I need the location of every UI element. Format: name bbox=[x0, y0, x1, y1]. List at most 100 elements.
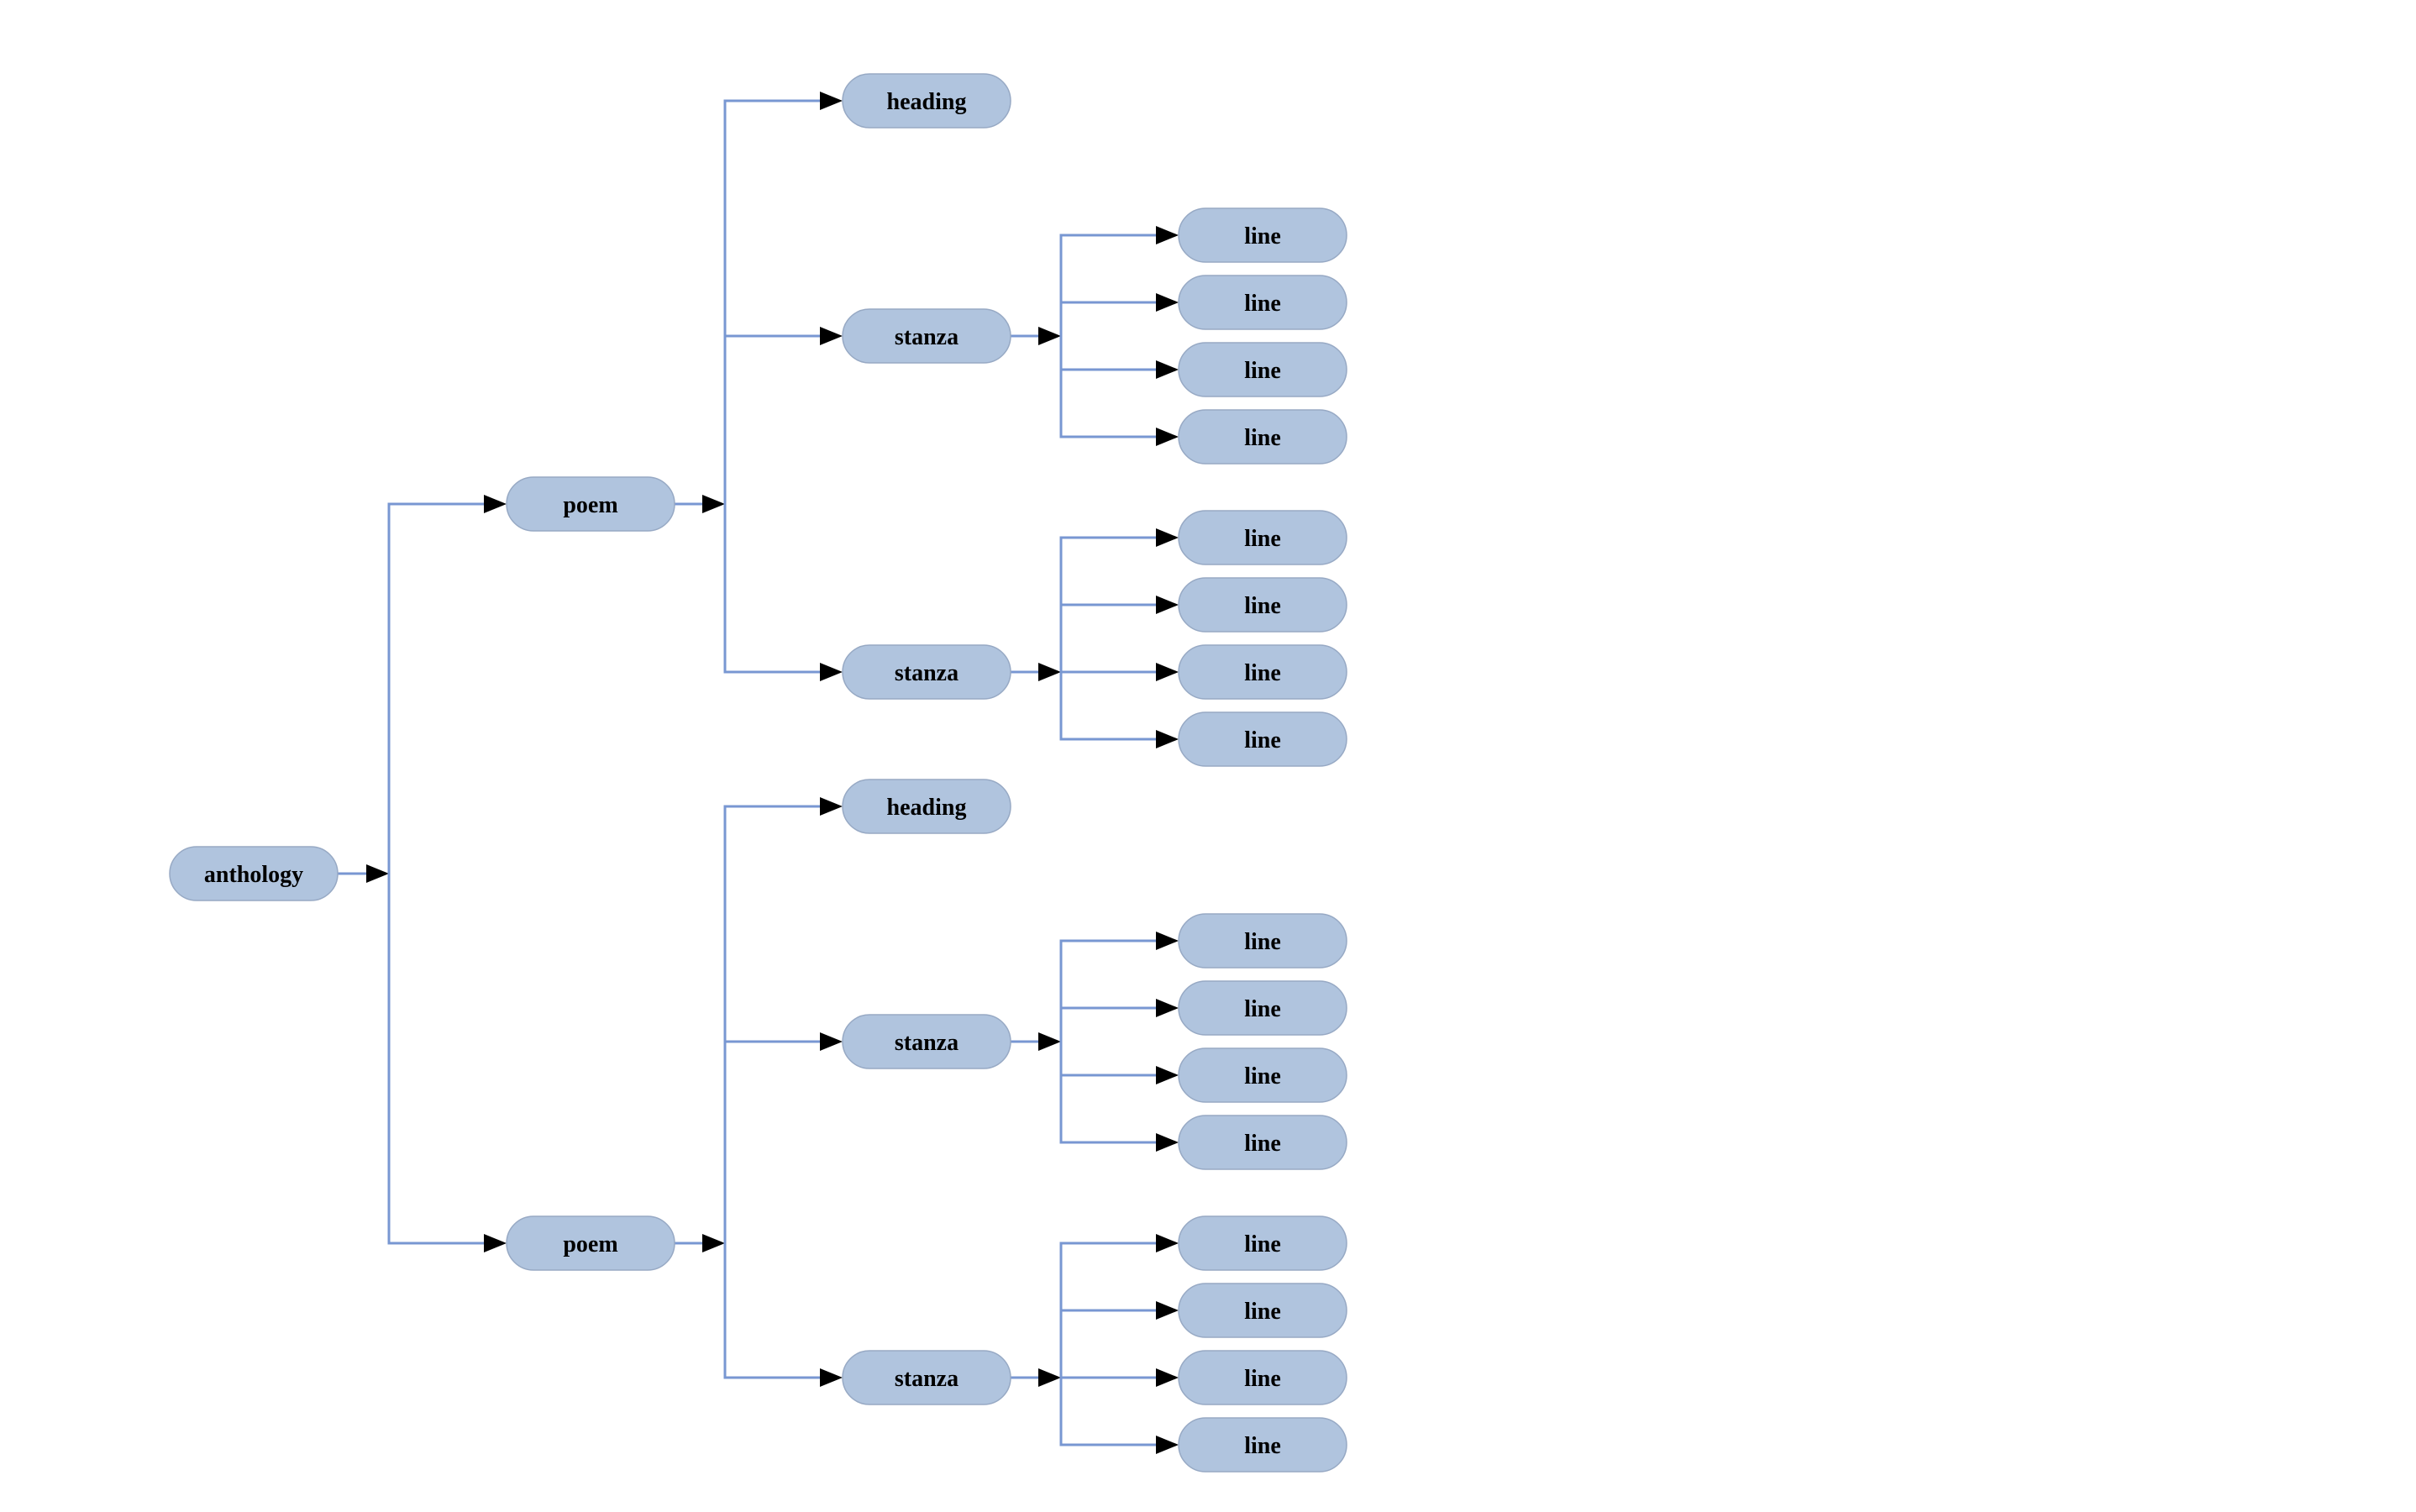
node-label: line bbox=[1244, 1063, 1281, 1089]
node-label: line bbox=[1244, 1433, 1281, 1459]
node-shape bbox=[1178, 1350, 1347, 1405]
node-label: line bbox=[1244, 1299, 1281, 1325]
node-stanza1: stanza bbox=[842, 308, 1011, 364]
arrowhead-icon bbox=[820, 327, 843, 345]
node-heading1: heading bbox=[842, 73, 1011, 129]
arrowhead-icon bbox=[1156, 428, 1179, 446]
arrowhead-icon bbox=[366, 864, 389, 883]
node-label: line bbox=[1244, 223, 1281, 249]
node-line2b: line bbox=[1178, 577, 1347, 633]
node-label: line bbox=[1244, 358, 1281, 384]
arrowhead-icon bbox=[1156, 1436, 1179, 1454]
arrowhead-icon bbox=[820, 1032, 843, 1051]
arrowhead-icon bbox=[1038, 327, 1061, 345]
arrowhead-icon bbox=[1156, 528, 1179, 547]
node-label: line bbox=[1244, 996, 1281, 1022]
node-label: line bbox=[1244, 1131, 1281, 1157]
arrowhead-icon bbox=[1156, 1066, 1179, 1084]
node-label: line bbox=[1244, 929, 1281, 955]
arrowhead-icon bbox=[820, 1368, 843, 1387]
node-line2d: line bbox=[1178, 711, 1347, 767]
node-shape bbox=[1178, 1047, 1347, 1103]
node-line2a: line bbox=[1178, 510, 1347, 565]
node-shape bbox=[1178, 711, 1347, 767]
node-line3d: line bbox=[1178, 1115, 1347, 1170]
node-label: anthology bbox=[204, 862, 303, 888]
arrowhead-icon bbox=[1038, 1032, 1061, 1051]
node-shape bbox=[1178, 980, 1347, 1036]
arrowhead-icon bbox=[1156, 1301, 1179, 1320]
node-shape bbox=[1178, 409, 1347, 465]
node-shape bbox=[842, 644, 1011, 700]
node-shape bbox=[842, 1350, 1011, 1405]
node-poem1: poem bbox=[506, 476, 675, 532]
node-line1d: line bbox=[1178, 409, 1347, 465]
node-shape bbox=[1178, 644, 1347, 700]
node-label: stanza bbox=[895, 1030, 959, 1056]
node-shape bbox=[1178, 1283, 1347, 1338]
arrowhead-icon bbox=[1038, 1368, 1061, 1387]
node-label: line bbox=[1244, 660, 1281, 686]
arrowhead-icon bbox=[1156, 1133, 1179, 1152]
node-label: line bbox=[1244, 291, 1281, 317]
node-shape bbox=[1178, 1417, 1347, 1473]
node-heading2: heading bbox=[842, 779, 1011, 834]
node-line3c: line bbox=[1178, 1047, 1347, 1103]
node-label: line bbox=[1244, 727, 1281, 753]
arrowhead-icon bbox=[484, 1234, 507, 1252]
arrowhead-icon bbox=[1156, 999, 1179, 1017]
node-label: poem bbox=[563, 1231, 617, 1257]
node-label: heading bbox=[887, 89, 967, 115]
arrowhead-icon bbox=[702, 495, 725, 513]
arrowhead-icon bbox=[702, 1234, 725, 1252]
node-label: line bbox=[1244, 526, 1281, 552]
arrowhead-icon bbox=[820, 797, 843, 816]
arrowhead-icon bbox=[1156, 360, 1179, 379]
arrowhead-icon bbox=[1038, 663, 1061, 681]
node-shape bbox=[1178, 1115, 1347, 1170]
node-stanza3: stanza bbox=[842, 1014, 1011, 1069]
arrowhead-icon bbox=[820, 663, 843, 681]
node-line3a: line bbox=[1178, 913, 1347, 969]
node-line4c: line bbox=[1178, 1350, 1347, 1405]
node-label: line bbox=[1244, 1231, 1281, 1257]
node-shape bbox=[1178, 207, 1347, 263]
node-shape bbox=[842, 1014, 1011, 1069]
arrowhead-icon bbox=[1156, 226, 1179, 244]
node-stanza2: stanza bbox=[842, 644, 1011, 700]
arrowhead-icon bbox=[1156, 932, 1179, 950]
arrowhead-icon bbox=[1156, 1368, 1179, 1387]
node-shape bbox=[842, 308, 1011, 364]
node-label: stanza bbox=[895, 324, 959, 350]
node-line3b: line bbox=[1178, 980, 1347, 1036]
node-label: line bbox=[1244, 1366, 1281, 1392]
node-shape bbox=[842, 73, 1011, 129]
arrowhead-icon bbox=[1156, 663, 1179, 681]
node-line2c: line bbox=[1178, 644, 1347, 700]
node-shape bbox=[169, 846, 339, 901]
node-shape bbox=[1178, 913, 1347, 969]
node-line4a: line bbox=[1178, 1215, 1347, 1271]
node-line1b: line bbox=[1178, 275, 1347, 330]
arrowhead-icon bbox=[1156, 1234, 1179, 1252]
node-poem2: poem bbox=[506, 1215, 675, 1271]
node-line4b: line bbox=[1178, 1283, 1347, 1338]
node-shape bbox=[842, 779, 1011, 834]
node-label: line bbox=[1244, 593, 1281, 619]
node-line4d: line bbox=[1178, 1417, 1347, 1473]
node-shape bbox=[1178, 577, 1347, 633]
node-stanza4: stanza bbox=[842, 1350, 1011, 1405]
node-shape bbox=[1178, 342, 1347, 397]
node-shape bbox=[506, 476, 675, 532]
node-line1c: line bbox=[1178, 342, 1347, 397]
node-shape bbox=[506, 1215, 675, 1271]
node-label: line bbox=[1244, 425, 1281, 451]
arrowhead-icon bbox=[484, 495, 507, 513]
node-line1a: line bbox=[1178, 207, 1347, 263]
node-anthology: anthology bbox=[169, 846, 339, 901]
node-label: heading bbox=[887, 795, 967, 821]
node-label: poem bbox=[563, 492, 617, 518]
node-shape bbox=[1178, 275, 1347, 330]
